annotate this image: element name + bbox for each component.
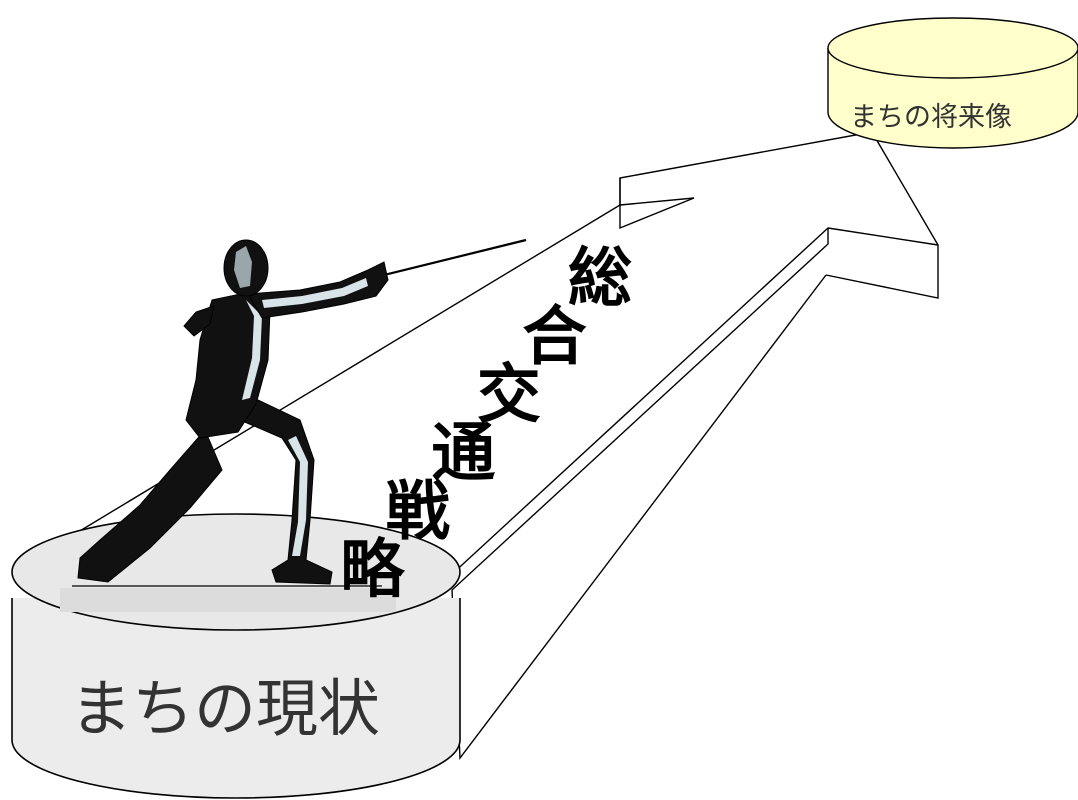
fencing-foil-icon [379, 238, 527, 278]
fencer-sword-arm [247, 261, 389, 319]
fencer-leg-highlight [288, 436, 308, 556]
arrow-shaft-depth [451, 228, 829, 760]
current-state-label: まちの現状 [70, 672, 380, 745]
arrow-depth-lines [619, 178, 695, 230]
arrow-side-face [400, 228, 828, 758]
fencer-front-leg [239, 399, 333, 585]
strategy-char-1: 総 [568, 242, 632, 316]
strategy-arrow [39, 131, 939, 760]
strategy-char-6: 略 [340, 534, 405, 608]
arrow-inner-edge [619, 197, 695, 206]
fencer-torso-highlight [242, 300, 262, 400]
future-vision-cylinder: まちの将来像 [827, 17, 1078, 149]
strategy-char-2: 合 [522, 300, 586, 374]
future-cylinder-top [827, 17, 1078, 79]
strategy-char-4: 通 [431, 417, 495, 491]
figure-shadow-band [60, 588, 396, 612]
fencer-mask-highlight [234, 246, 252, 288]
future-vision-label: まちの将来像 [850, 102, 1012, 133]
strategy-char-5: 戦 [386, 475, 450, 549]
current-cylinder-body [11, 598, 461, 799]
fencer-back-leg [77, 429, 223, 583]
strategy-label: 総 合 交 通 戦 略 [340, 242, 632, 608]
arrow-head-depth [825, 245, 939, 299]
fencer-back-arm [183, 305, 215, 337]
fencer-arm-highlight [262, 278, 368, 308]
strategy-char-3: 交 [477, 359, 541, 433]
fencer-figure-icon [77, 238, 527, 585]
